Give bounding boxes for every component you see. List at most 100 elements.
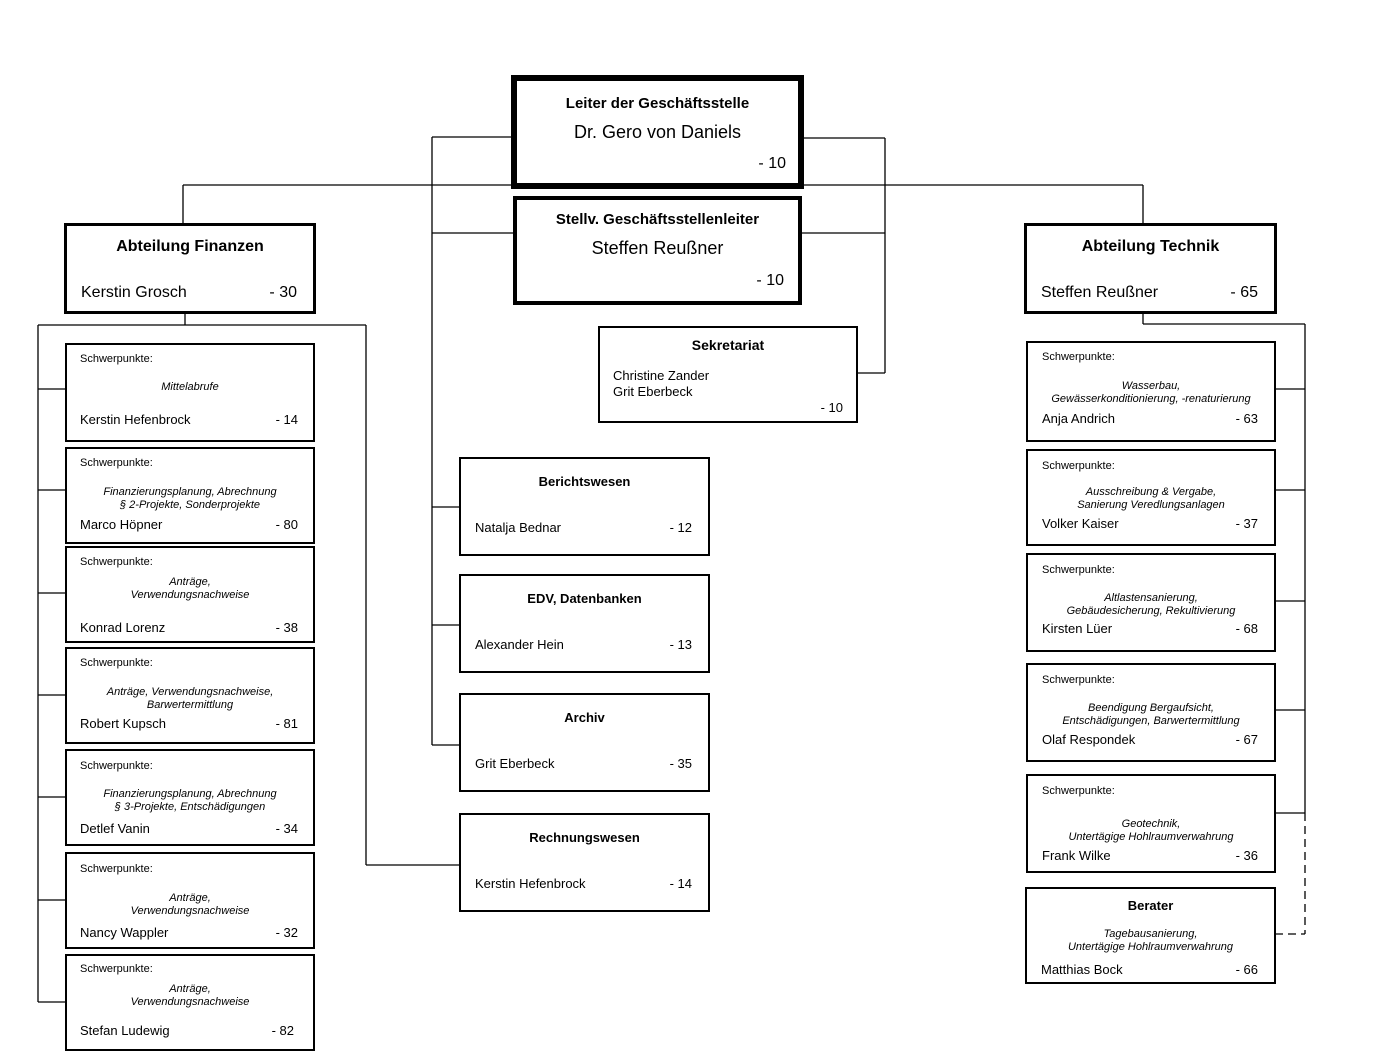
focus-line-2: § 2-Projekte, Sonderprojekte (119, 499, 261, 511)
stellv-ext: - 10 (756, 272, 784, 289)
finanzen-staff-box: Schwerpunkte: Finanzierungsplanung, Abre… (65, 749, 315, 846)
staff-ext: - 32 (275, 925, 298, 940)
focus-line-1: Anträge, (169, 983, 211, 995)
focus-line-1: Tagebausanierung, (1103, 928, 1198, 940)
technik-head-name: Steffen Reußner (1041, 284, 1159, 301)
focus-line-1: Anträge, Verwendungsnachweise, (106, 686, 274, 698)
focus-line-2: Verwendungsnachweise (130, 905, 250, 917)
staff-name: Stefan Ludewig (80, 1023, 170, 1038)
staff-name: Olaf Respondek (1042, 732, 1136, 747)
unit-ext: - 35 (669, 756, 692, 771)
focus-line-2: Sanierung Veredlungsanlagen (1077, 499, 1225, 511)
focus-line-1: Ausschreibung & Vergabe, (1085, 486, 1217, 498)
staff-ext: - 36 (1235, 848, 1258, 863)
focus-line-2: Entschädigungen, Barwertermittlung (1062, 715, 1240, 727)
unit-name: Natalja Bednar (475, 520, 561, 535)
staff-name: Konrad Lorenz (80, 620, 166, 635)
technik-staff-box: Schwerpunkte: Beendigung Bergaufsicht, E… (1026, 663, 1276, 762)
staff-name: Kerstin Hefenbrock (80, 412, 191, 427)
staff-name: Anja Andrich (1042, 411, 1115, 426)
sekretariat-ext: - 10 (820, 400, 843, 415)
sekretariat-title: Sekretariat (691, 337, 765, 353)
finanzen-staff-box: Schwerpunkte: Anträge, Verwendungsnachwe… (65, 546, 315, 643)
technik-staff-box: Schwerpunkte: Geotechnik, Untertägige Ho… (1026, 774, 1276, 873)
finanzen-box: Abteilung Finanzen Kerstin Grosch - 30 (64, 223, 316, 314)
unit-name: Kerstin Hefenbrock (475, 876, 586, 891)
technik-staff-box: Schwerpunkte: Altlastensanierung, Gebäud… (1026, 553, 1276, 652)
finanzen-staff-box: Schwerpunkte: Anträge, Verwendungsnachwe… (65, 954, 315, 1051)
schwerpunkte-label: Schwerpunkte: (1042, 351, 1115, 363)
staff-ext: - 81 (275, 716, 298, 731)
staff-ext: - 82 (271, 1023, 294, 1038)
leiter-name: Dr. Gero von Daniels (573, 122, 742, 142)
finanzen-title: Abteilung Finanzen (116, 238, 264, 255)
schwerpunkte-label: Schwerpunkte: (1042, 460, 1115, 472)
leiter-box: Leiter der Geschäftsstelle Dr. Gero von … (511, 75, 804, 189)
schwerpunkte-label: Schwerpunkte: (80, 863, 153, 875)
staff-ext: - 14 (275, 412, 298, 427)
staff-name: Marco Höpner (80, 517, 163, 532)
unit-name: Grit Eberbeck (475, 756, 555, 771)
schwerpunkte-label: Schwerpunkte: (1042, 785, 1115, 797)
berater-title: Berater (1127, 898, 1174, 913)
stellv-name: Steffen Reußner (591, 238, 724, 258)
sekretariat-name-2: Grit Eberbeck (613, 384, 693, 399)
sekretariat-box: Sekretariat Christine Zander Grit Eberbe… (598, 326, 858, 423)
unit-title: Rechnungswesen (529, 830, 640, 845)
unit-ext: - 13 (669, 637, 692, 652)
schwerpunkte-label: Schwerpunkte: (80, 760, 153, 772)
staff-ext: - 80 (275, 517, 298, 532)
finanzen-head-ext: - 30 (269, 284, 297, 301)
staff-ext: - 37 (1235, 516, 1258, 531)
unit-title: EDV, Datenbanken (527, 591, 642, 606)
focus-line-2: Gewässerkonditionierung, -renaturierung (1051, 393, 1251, 405)
focus-line-1: Finanzierungsplanung, Abrechnung (103, 486, 277, 498)
archiv-box: Archiv Grit Eberbeck - 35 (459, 693, 710, 792)
technik-head-ext: - 65 (1230, 284, 1258, 301)
focus-line-2: Gebäudesicherung, Rekultivierung (1066, 605, 1236, 617)
edv-box: EDV, Datenbanken Alexander Hein - 13 (459, 574, 710, 673)
unit-name: Alexander Hein (475, 637, 564, 652)
focus-line-2: Untertägige Hohlraumverwahrung (1068, 831, 1234, 843)
staff-ext: - 38 (275, 620, 298, 635)
focus-line-2: Untertägige Hohlraumverwahrung (1067, 941, 1234, 953)
berater-box: Berater Tagebausanierung, Untertägige Ho… (1025, 887, 1276, 984)
stellv-box: Stellv. Geschäftsstellenleiter Steffen R… (513, 196, 802, 305)
unit-title: Archiv (564, 710, 605, 725)
schwerpunkte-label: Schwerpunkte: (80, 353, 153, 365)
focus-line-1: Geotechnik, (1121, 818, 1181, 830)
staff-name: Robert Kupsch (80, 716, 166, 731)
focus-line-1: Anträge, (169, 576, 211, 588)
stellv-title: Stellv. Geschäftsstellenleiter (555, 211, 760, 228)
technik-staff-box: Schwerpunkte: Ausschreibung & Vergabe, S… (1026, 449, 1276, 546)
focus-line-2: Barwertermittlung (146, 699, 234, 711)
technik-title: Abteilung Technik (1081, 238, 1220, 255)
focus-line-1: Mittelabrufe (161, 381, 219, 393)
staff-ext: - 67 (1235, 732, 1258, 747)
staff-name: Frank Wilke (1042, 848, 1111, 863)
staff-ext: - 63 (1235, 411, 1258, 426)
staff-ext: - 66 (1235, 962, 1258, 977)
rechnungswesen-box: Rechnungswesen Kerstin Hefenbrock - 14 (459, 813, 710, 912)
staff-name: Matthias Bock (1041, 962, 1123, 977)
schwerpunkte-label: Schwerpunkte: (80, 963, 153, 975)
leiter-title: Leiter der Geschäftsstelle (565, 95, 750, 112)
finanzen-head-name: Kerstin Grosch (81, 284, 187, 301)
staff-name: Kirsten Lüer (1042, 621, 1113, 636)
staff-ext: - 34 (275, 821, 298, 836)
unit-title: Berichtswesen (538, 474, 631, 489)
finanzen-staff-box: Schwerpunkte: Finanzierungsplanung, Abre… (65, 447, 315, 544)
focus-line-1: Wasserbau, (1121, 380, 1181, 392)
focus-line-2: Verwendungsnachweise (130, 589, 250, 601)
technik-box: Abteilung Technik Steffen Reußner - 65 (1024, 223, 1277, 314)
finanzen-staff-box: Schwerpunkte: Anträge, Verwendungsnachwe… (65, 852, 315, 949)
finanzen-staff-box: Schwerpunkte: Mittelabrufe Kerstin Hefen… (65, 343, 315, 442)
focus-line-1: Beendigung Bergaufsicht, (1088, 702, 1214, 714)
unit-ext: - 12 (669, 520, 692, 535)
schwerpunkte-label: Schwerpunkte: (1042, 674, 1115, 686)
focus-line-1: Anträge, (169, 892, 211, 904)
leiter-ext: - 10 (758, 155, 786, 172)
staff-name: Detlef Vanin (80, 821, 150, 836)
schwerpunkte-label: Schwerpunkte: (80, 657, 153, 669)
